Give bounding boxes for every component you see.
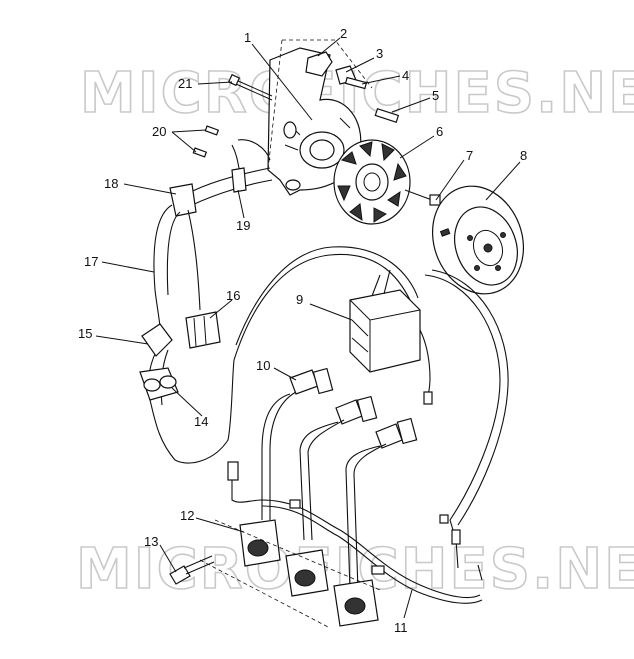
callout-13: 13 (144, 534, 158, 549)
callout-17: 17 (84, 254, 98, 269)
ignition-coils (239, 519, 379, 627)
connector-16 (185, 311, 221, 349)
callout-8: 8 (520, 148, 527, 163)
callout-labels: 1 2 3 4 5 6 7 8 9 10 11 12 13 14 15 16 1… (78, 26, 527, 635)
screw-4 (344, 76, 368, 90)
callout-10: 10 (256, 358, 270, 373)
watermark-top: MICROFICHES.NET (80, 61, 634, 126)
callout-19: 19 (236, 218, 250, 233)
wire-loop (233, 246, 509, 526)
callout-12: 12 (180, 508, 194, 523)
callout-7: 7 (466, 148, 473, 163)
callout-18: 18 (104, 176, 118, 191)
callout-21: 21 (178, 76, 192, 91)
screw-5 (374, 107, 400, 123)
callout-16: 16 (226, 288, 240, 303)
coil-harness (227, 461, 483, 604)
bolt-7 (404, 189, 441, 206)
spark-plug-caps (289, 367, 418, 449)
callout-20: 20 (152, 124, 166, 139)
flywheel (431, 185, 525, 295)
stator-plate (267, 47, 362, 196)
grommet-18 (169, 183, 197, 217)
callout-6: 6 (436, 124, 443, 139)
callout-3: 3 (376, 46, 383, 61)
screw-13 (169, 555, 215, 585)
callout-2: 2 (340, 26, 347, 41)
long-screw-21 (227, 73, 273, 101)
callout-11: 11 (394, 620, 408, 635)
leader-lines (95, 37, 521, 619)
cdi-module (349, 269, 433, 405)
assembly-outline (267, 39, 373, 171)
stator-coil (333, 139, 411, 225)
callout-4: 4 (402, 68, 409, 83)
callout-1: 1 (244, 30, 251, 45)
connector-14 (139, 367, 179, 401)
wire-clip (305, 51, 333, 77)
wire-harness-upper (169, 139, 273, 217)
callout-14: 14 (194, 414, 208, 429)
ht-leads (261, 391, 387, 591)
callout-5: 5 (432, 88, 439, 103)
connector-15 (141, 323, 173, 357)
callout-9: 9 (296, 292, 303, 307)
clamp-19 (231, 167, 247, 193)
callout-15: 15 (78, 326, 92, 341)
